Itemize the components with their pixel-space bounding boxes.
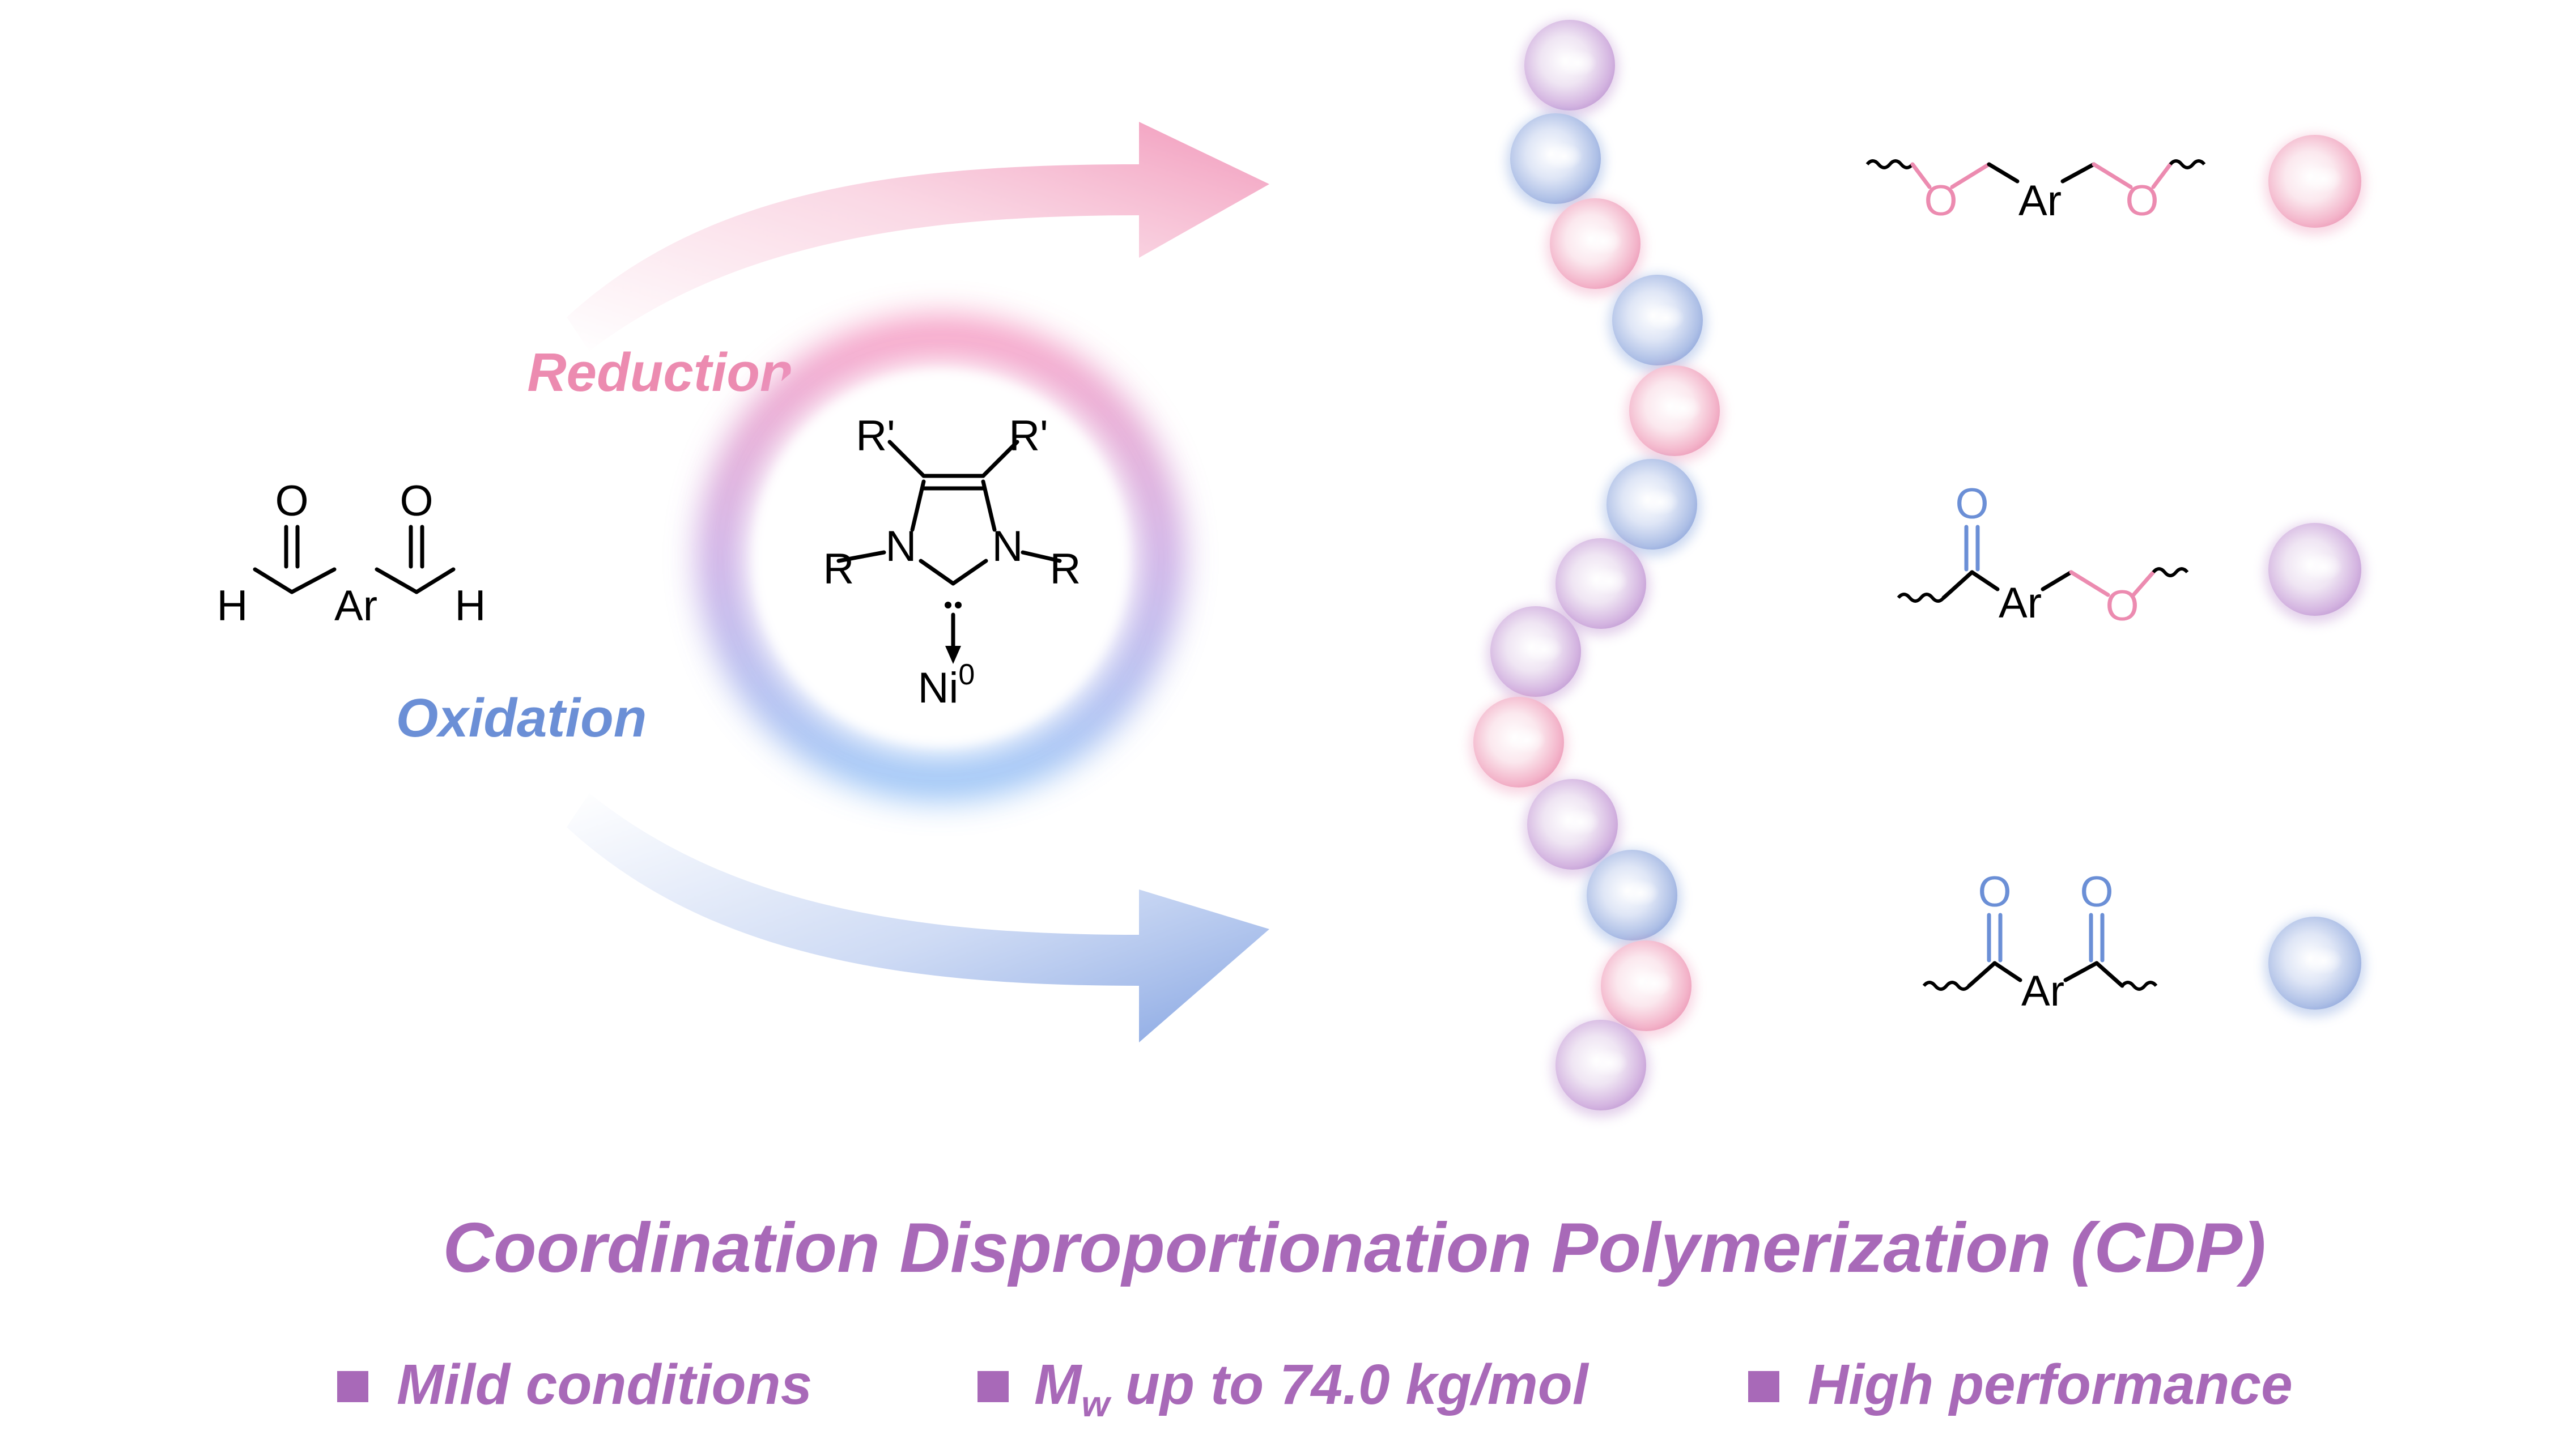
catalyst-metal-symbol: Ni [918, 664, 959, 712]
chain-bead-pink [1625, 365, 1724, 463]
title: Coordination Disproportionation Polymeri… [443, 1209, 2266, 1287]
unit1-ar: Ar [2018, 177, 2062, 225]
unit3-ar: Ar [2021, 967, 2064, 1015]
catalyst-n-left: N [886, 522, 917, 571]
monomer-dialdehyde: O O H Ar H [217, 477, 486, 630]
feature-2-sub: w [1081, 1383, 1112, 1424]
polymer-chain [1469, 19, 1724, 1118]
catalyst-r-prime-right: R' [1009, 412, 1048, 460]
oxidation-arrow [567, 793, 1269, 1042]
unit2-o1: O [1955, 480, 1988, 528]
nhc-ni-catalyst: R' R' N N R R Ni0 [823, 412, 1081, 712]
chain-bead-pink [1546, 198, 1644, 296]
chain-bead-blue [1608, 274, 1707, 373]
chain-bead-purple [1523, 778, 1622, 877]
unit-bead-purple [2264, 522, 2365, 623]
unit-beads [2264, 134, 2365, 1017]
monomer-ar: Ar [334, 582, 377, 630]
chain-bead-blue [1603, 458, 1701, 557]
monomer-o-left: O [275, 477, 308, 525]
unit2-ar: Ar [1999, 579, 2042, 627]
unit-ketone-ether: O Ar O [1897, 480, 2189, 630]
reduction-label: Reduction [527, 342, 793, 403]
feature-2: Mw up to 74.0 kg/mol [1034, 1353, 1590, 1424]
chain-bead-blue [1583, 849, 1681, 948]
monomer-o-right: O [400, 477, 433, 525]
reduction-arrow [567, 122, 1269, 351]
monomer-h-left: H [217, 582, 248, 630]
unit-ether-ether: O Ar O [1865, 159, 2206, 225]
unit-ketone-ketone: O Ar O [1922, 868, 2158, 1015]
catalyst-metal: Ni0 [918, 658, 975, 712]
unit2-o2: O [2105, 582, 2139, 630]
bullet-1 [337, 1371, 368, 1402]
feature-3: High performance [1808, 1353, 2293, 1416]
catalyst-r-left: R [823, 545, 855, 593]
chain-bead-purple [1486, 606, 1585, 704]
catalyst-halo [697, 314, 1184, 802]
chain-bead-purple [1520, 19, 1619, 118]
unit3-o1: O [1978, 868, 2011, 916]
unit-bead-pink [2264, 134, 2365, 235]
catalyst-r-prime-left: R' [856, 412, 895, 460]
monomer-h-right: H [455, 582, 486, 630]
chain-bead-pink [1469, 696, 1568, 795]
chain-bead-blue [1506, 113, 1605, 211]
bullet-3 [1748, 1371, 1779, 1402]
oxidation-label: Oxidation [396, 688, 647, 748]
features: Mild conditions Mw up to 74.0 kg/mol Hig… [337, 1353, 2293, 1424]
catalyst-n-right: N [992, 522, 1023, 571]
unit1-o2: O [2125, 177, 2158, 225]
bullet-2 [978, 1371, 1009, 1402]
feature-2-rest: up to 74.0 kg/mol [1110, 1353, 1590, 1416]
chain-bead-pink [1597, 940, 1695, 1038]
unit3-o2: O [2080, 868, 2113, 916]
unit-bead-blue [2264, 916, 2365, 1017]
chain-bead-purple [1552, 538, 1650, 636]
catalyst-metal-charge: 0 [958, 658, 975, 691]
feature-2-m: M [1034, 1353, 1083, 1416]
feature-1: Mild conditions [397, 1353, 812, 1416]
chain-bead-purple [1552, 1019, 1650, 1118]
catalyst-r-right: R [1050, 545, 1081, 593]
unit1-o1: O [1924, 177, 1957, 225]
